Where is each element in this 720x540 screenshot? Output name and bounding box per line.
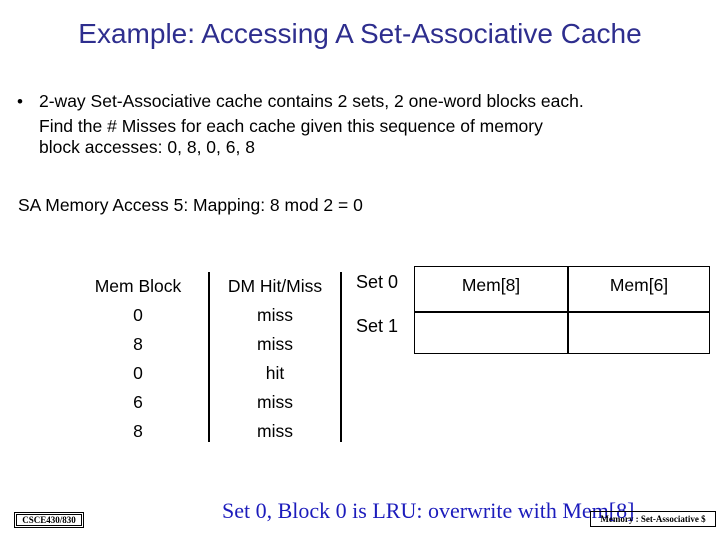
mem-block-header: Mem Block xyxy=(94,276,182,296)
hit-miss-value: miss xyxy=(257,392,293,412)
mem-block-value: 6 xyxy=(133,392,143,412)
set-1-label: Set 1 xyxy=(356,316,399,336)
cache-grid-divider xyxy=(415,311,709,313)
hit-miss-value: hit xyxy=(265,363,285,383)
hit-miss-header: DM Hit/Miss xyxy=(227,276,323,296)
lru-note: Set 0, Block 0 is LRU: overwrite with Me… xyxy=(222,498,635,523)
course-footer-label: CSCE430/830 xyxy=(16,514,82,526)
course-footer: CSCE430/830 xyxy=(14,512,84,528)
bullet-line-1: 2-way Set-Associative cache contains 2 s… xyxy=(39,91,584,111)
set-0-label: Set 0 xyxy=(356,272,399,292)
hit-miss-value: miss xyxy=(257,421,293,441)
access-mapping-line: SA Memory Access 5: Mapping: 8 mod 2 = 0 xyxy=(18,195,363,215)
set-0-way-0-cell: Mem[8] xyxy=(461,275,521,295)
cache-grid-divider xyxy=(567,267,569,353)
set-0-way-1-cell: Mem[6] xyxy=(609,275,669,295)
mem-block-value: 8 xyxy=(133,334,143,354)
mem-block-value: 8 xyxy=(133,421,143,441)
topic-footer: Memory : Set-Associative $ xyxy=(590,511,716,527)
hit-miss-value: miss xyxy=(257,305,293,325)
mem-block-value: 0 xyxy=(133,363,143,383)
bullet-marker: • xyxy=(17,92,23,111)
slide-title: Example: Accessing A Set-Associative Cac… xyxy=(78,18,642,49)
cache-grid: Mem[8] Mem[6] xyxy=(414,266,710,354)
hit-miss-column: DM Hit/Miss miss miss hit miss miss xyxy=(208,272,342,442)
mem-block-column: Mem Block 0 8 0 6 8 xyxy=(78,272,198,446)
bullet-line-2: Find the # Misses for each cache given t… xyxy=(39,116,543,136)
hit-miss-value: miss xyxy=(257,334,293,354)
mem-block-value: 0 xyxy=(133,305,143,325)
bullet-line-3: block accesses: 0, 8, 0, 6, 8 xyxy=(39,137,255,157)
